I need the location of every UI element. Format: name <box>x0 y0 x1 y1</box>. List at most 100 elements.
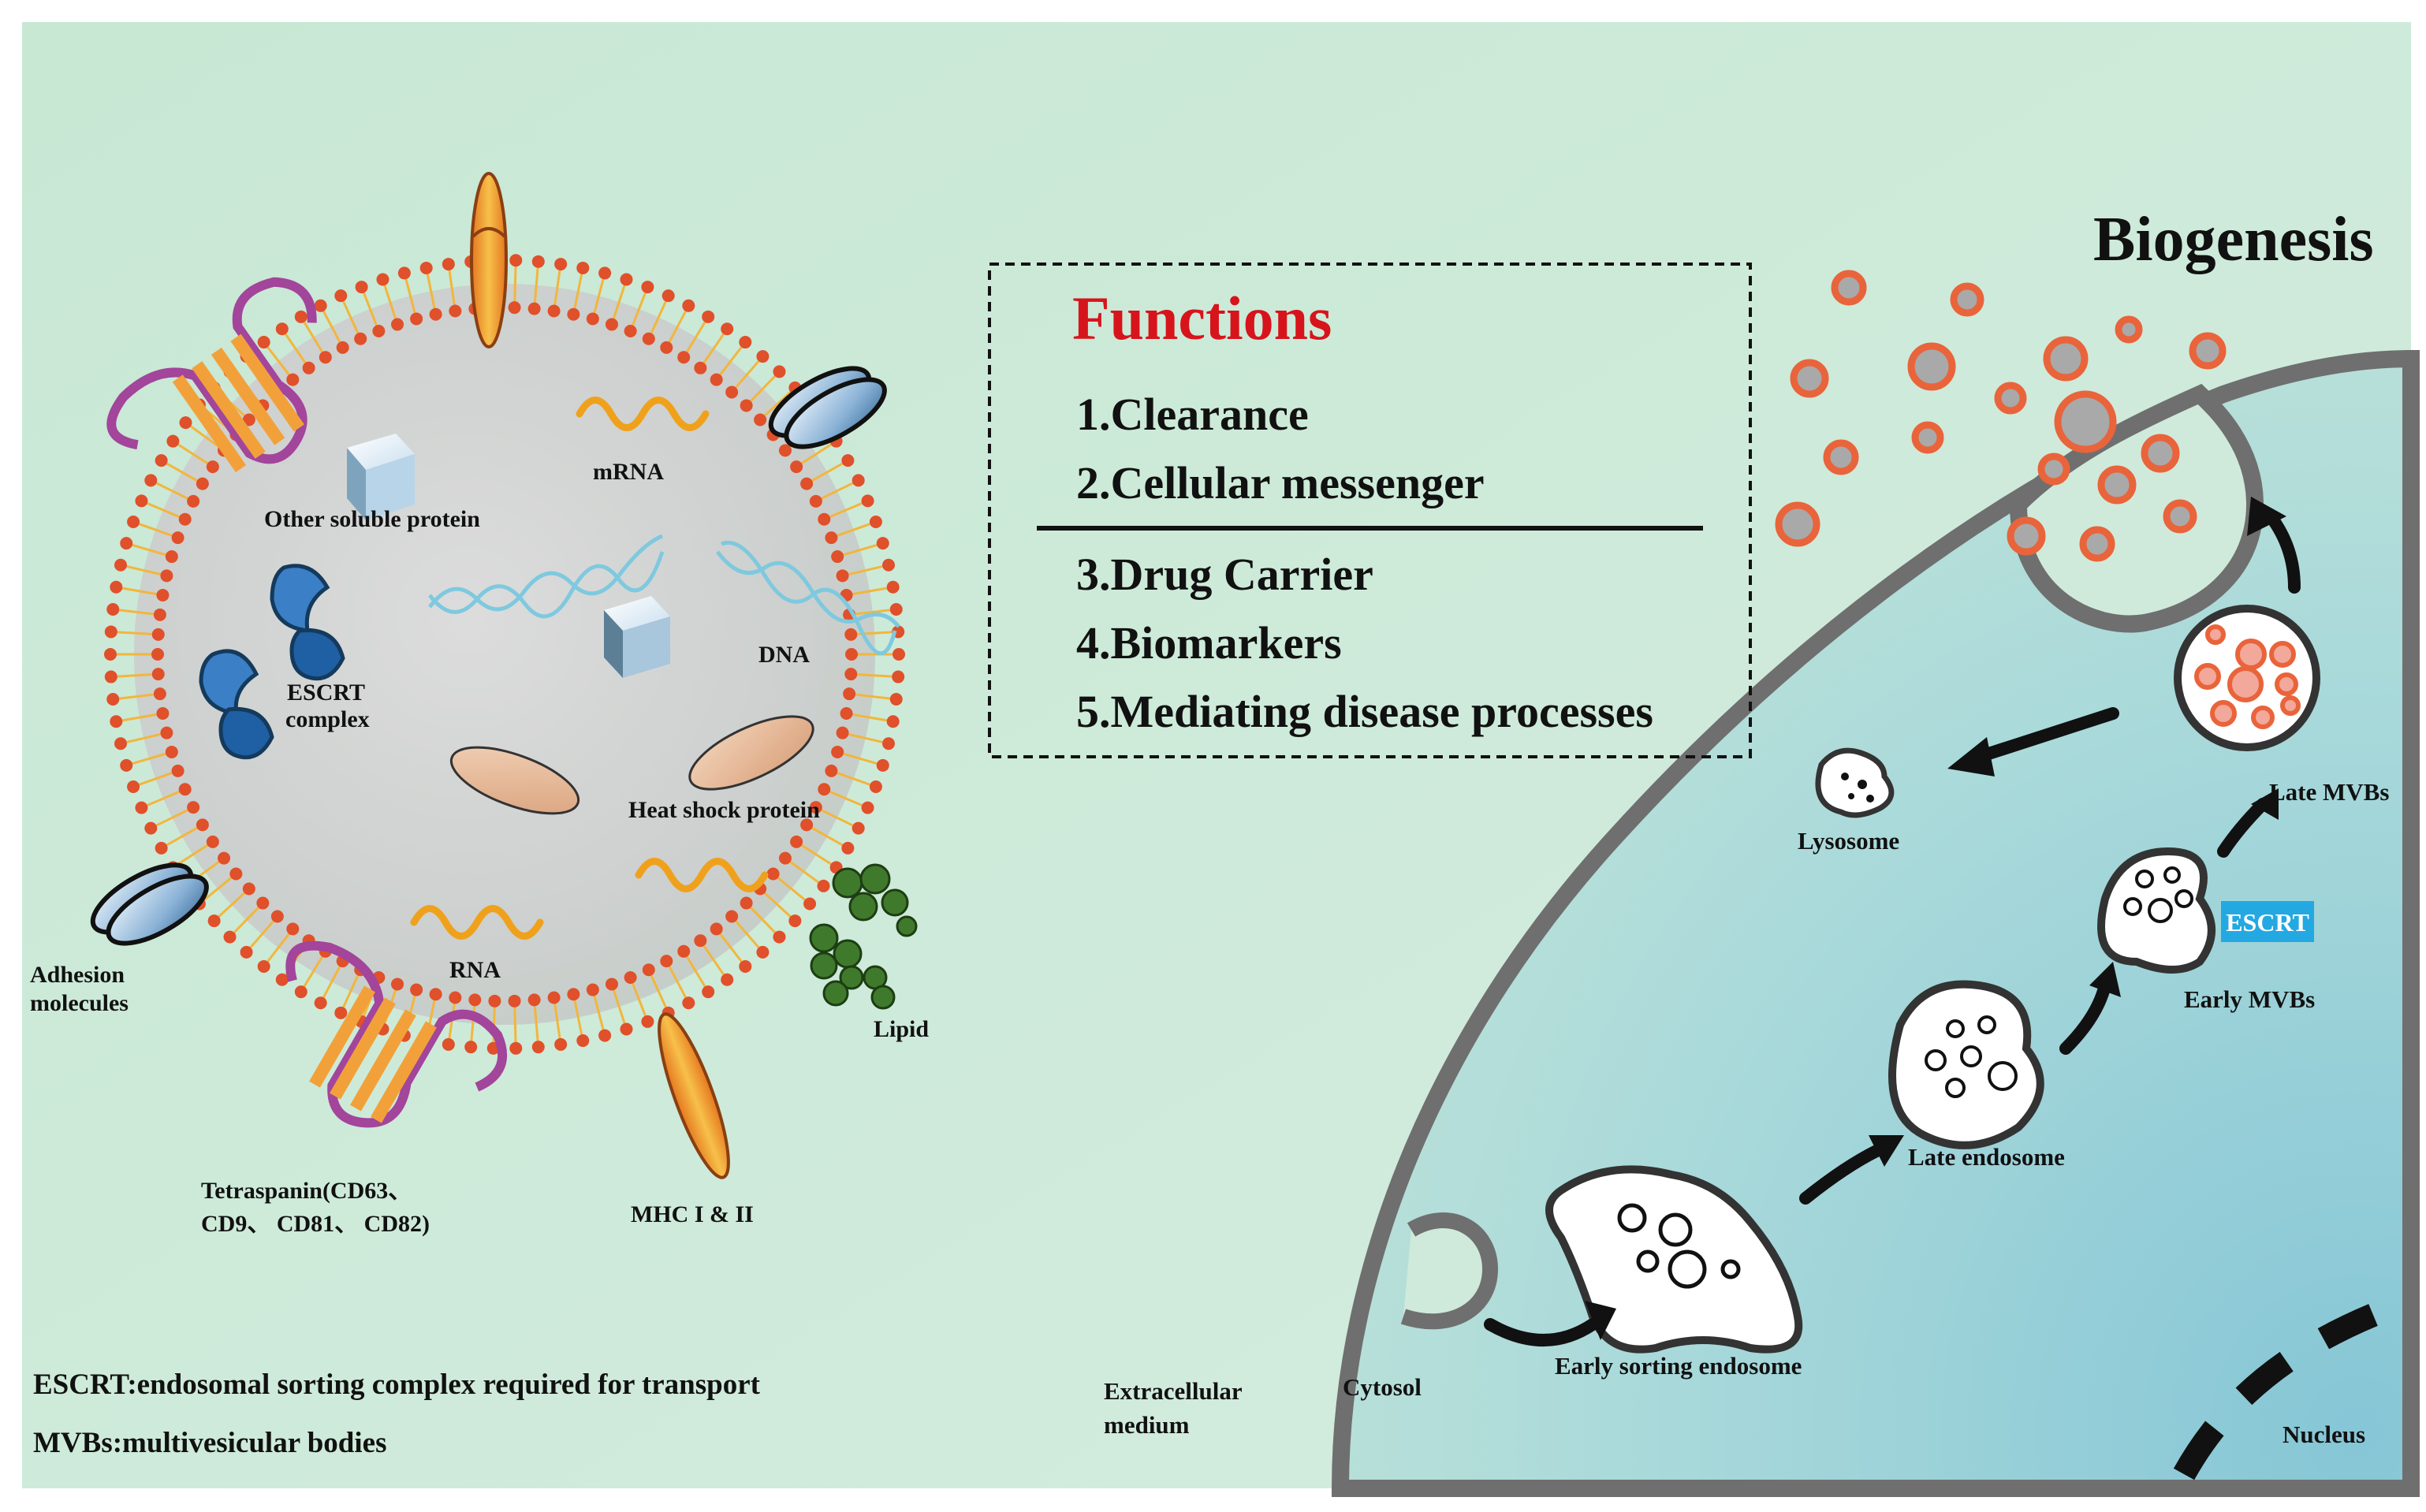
lipid-head-inner <box>171 764 184 777</box>
lipid-head-inner <box>160 726 173 739</box>
rna-strand-icon <box>410 905 544 940</box>
adhesion-molecule-icon <box>768 366 887 449</box>
lipid-head-outer <box>314 299 327 312</box>
lipid-head-inner <box>831 550 844 564</box>
lipid-head-outer <box>294 310 307 323</box>
lipid-head-inner <box>740 896 753 910</box>
lipid-head-outer <box>682 996 695 1010</box>
lipid-head-inner <box>642 332 655 345</box>
lipid-head-outer <box>756 945 770 959</box>
exosome-particle <box>1950 282 1984 317</box>
dna-label: DNA <box>758 642 810 668</box>
tetraspanin-icon <box>285 940 508 1128</box>
lipid-head-inner <box>187 801 200 814</box>
lipid-head-inner <box>151 628 165 641</box>
lipid-head-inner <box>642 963 655 977</box>
lipid-dot <box>839 965 864 990</box>
exosome-particle <box>1911 421 1944 454</box>
intraluminal-vesicle <box>2227 666 2264 702</box>
lipid-head-inner <box>766 867 780 881</box>
lipid-head-outer <box>702 310 715 323</box>
lipid-head-outer <box>739 959 752 973</box>
lipid-head-inner <box>336 341 349 354</box>
lipid-head-outer <box>120 758 133 772</box>
late-endosome-icon <box>1888 980 2044 1149</box>
lipid-head-outer <box>166 434 180 448</box>
soluble-protein-cube-icon <box>347 434 415 520</box>
exosome-particle <box>1823 439 1859 475</box>
lipid-head-inner <box>710 922 723 936</box>
lipid-head-inner <box>547 304 561 318</box>
lipid-head-outer <box>442 1037 455 1051</box>
lipid-head-outer <box>104 648 117 661</box>
lipid-head-outer <box>893 648 905 661</box>
lipid-head-outer <box>817 879 830 892</box>
lipid-head-inner <box>218 851 231 865</box>
lipid-head-inner <box>410 312 423 326</box>
lipid-head-outer <box>773 930 786 944</box>
late-mvbs-label: Late MVBs <box>2269 778 2389 806</box>
lipid-head-outer <box>257 959 270 973</box>
exosome-particle <box>2054 390 2117 453</box>
arrowheads <box>1585 497 2286 1340</box>
lipid-head-inner <box>229 867 243 881</box>
lipid-head-inner <box>165 745 178 758</box>
lipid-head-outer <box>554 1037 568 1051</box>
late-mvb-icon <box>2174 605 2320 751</box>
lipid-head-inner <box>677 944 691 958</box>
lipid-head-inner <box>429 988 442 1001</box>
mhc-label: MHC I & II <box>631 1201 754 1227</box>
lipid-head-inner <box>508 301 521 315</box>
lipid-head-inner <box>468 993 482 1007</box>
lipid-head-outer <box>702 985 715 999</box>
tetraspanin-label-line1: Tetraspanin(CD63、 <box>201 1178 412 1204</box>
lipid-head-inner <box>844 668 858 681</box>
legend-escrt: ESCRT:endosomal sorting complex required… <box>33 1369 761 1401</box>
early-mvb-icon <box>2097 847 2215 974</box>
lipid-head-inner <box>836 569 849 583</box>
nucleus-label: Nucleus <box>2283 1421 2365 1448</box>
functions-box <box>988 263 1752 758</box>
lipid-head-outer <box>531 1041 545 1054</box>
lipid-head-outer <box>641 1015 654 1028</box>
lipid-dot <box>832 867 863 899</box>
lipid-head-inner <box>160 569 173 583</box>
released-exosomes <box>1775 270 2227 562</box>
nucleus-envelope <box>2173 1298 2394 1480</box>
lipid-head-outer <box>135 494 148 508</box>
lipid-head-inner <box>153 687 166 701</box>
lipid-head-inner <box>800 477 814 490</box>
lipid-head-outer <box>682 299 695 312</box>
legend-mvbs: MVBs:multivesicular bodies <box>33 1427 386 1459</box>
intraluminal-vesicle <box>2275 672 2298 696</box>
membrane-invagination <box>1400 1212 1499 1330</box>
lipid-head-outer <box>106 692 120 706</box>
extracellular-medium-label-line1: Extracellular <box>1104 1377 1243 1405</box>
lipid-head-outer <box>257 336 270 349</box>
rna-strand-icon <box>635 858 769 892</box>
exosome-particle <box>2007 516 2046 556</box>
lipid-head-inner <box>508 994 521 1007</box>
lipid-head-inner <box>605 318 618 331</box>
adhesion-molecules-label-line2: molecules <box>30 990 129 1016</box>
function-item-5: 5.Mediating disease processes <box>1076 686 1653 737</box>
heat-shock-protein-label: Heat shock protein <box>628 797 820 823</box>
lipid-head-inner <box>605 978 618 991</box>
lipid-head-inner <box>825 531 838 545</box>
lipid-dot <box>870 985 896 1010</box>
lipid-head-inner <box>725 910 739 923</box>
extracellular-medium-label-line2: medium <box>1104 1411 1190 1439</box>
lipid-head-inner <box>754 413 767 426</box>
lipid-head-inner <box>449 304 462 318</box>
lipid-head-inner <box>286 922 300 936</box>
lipid-head-inner <box>302 361 315 374</box>
lipid-head-outer <box>869 780 882 794</box>
lipid-head-outer <box>240 945 253 959</box>
lipid-head-outer <box>882 737 896 750</box>
lipid-head-outer <box>275 973 289 986</box>
function-item-1: 1.Clearance <box>1076 389 1309 440</box>
lipid-head-inner <box>831 745 844 758</box>
exosome-particle <box>2043 336 2089 382</box>
lipid-head-inner <box>567 988 580 1001</box>
lipid-head-outer <box>882 558 896 572</box>
